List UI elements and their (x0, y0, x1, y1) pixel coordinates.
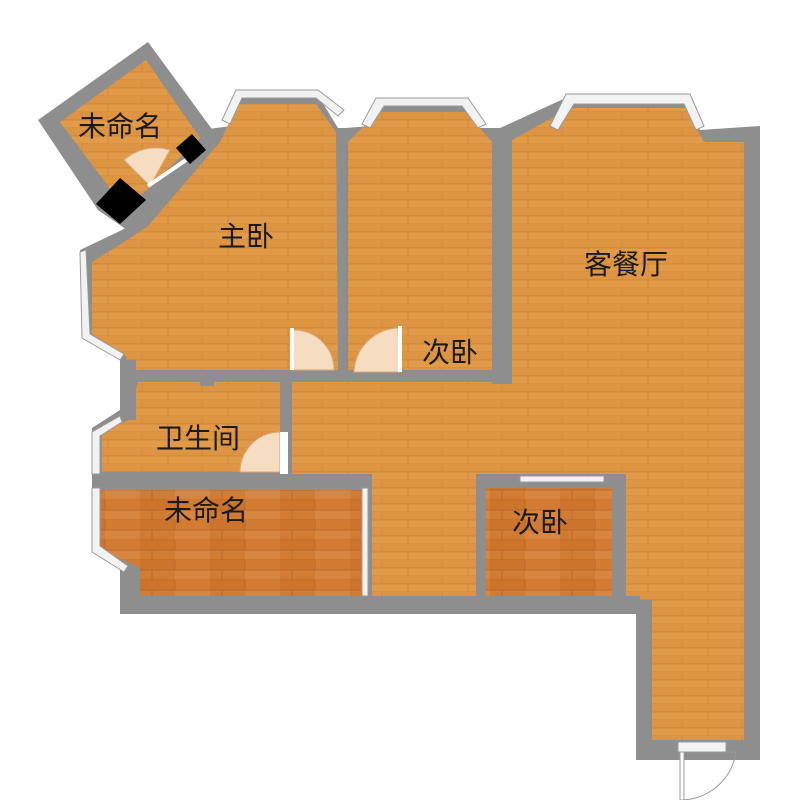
label-storage-lower: 未命名 (164, 494, 248, 527)
window-storage-lower-left (91, 487, 129, 573)
label-second-bedroom-upper: 次卧 (422, 336, 478, 369)
door-second-bedroom-upper (353, 327, 401, 373)
floor-storage-top (60, 60, 200, 210)
door-storage-top (123, 147, 171, 187)
label-storage-top: 未命名 (78, 110, 162, 143)
vent-detail (200, 378, 214, 386)
door-master-bedroom (291, 329, 335, 371)
floor-bathroom (102, 382, 280, 472)
columns (96, 134, 206, 224)
label-master-bedroom: 主卧 (218, 220, 274, 253)
floor-second-bedroom-upper (348, 112, 492, 370)
window-living-top (549, 93, 705, 131)
window-entrance (677, 741, 727, 753)
window-second-upper-top (361, 97, 487, 129)
label-living-dining: 客餐厅 (584, 248, 668, 281)
window-master-left (79, 249, 125, 361)
room-labels: 未命名 主卧 次卧 客餐厅 卫生间 未命名 次卧 (78, 110, 668, 539)
column-upper (176, 134, 206, 164)
windows (79, 89, 727, 753)
floor-areas (60, 60, 744, 740)
floor-master-bedroom (92, 104, 338, 370)
door-swings (123, 147, 737, 800)
floor-living-dining (292, 108, 744, 740)
column-lower (96, 178, 146, 224)
floor-storage-lower (98, 490, 362, 596)
window-master-top (221, 89, 345, 125)
door-entrance (680, 751, 737, 800)
window-second-lower-top (519, 475, 605, 483)
window-storage-lower-right (361, 487, 369, 597)
label-second-bedroom-lower: 次卧 (512, 506, 568, 539)
window-bathroom-left (91, 415, 123, 475)
label-bathroom: 卫生间 (156, 422, 240, 455)
door-bathroom (239, 431, 281, 473)
floor-second-bedroom-lower (486, 488, 612, 596)
